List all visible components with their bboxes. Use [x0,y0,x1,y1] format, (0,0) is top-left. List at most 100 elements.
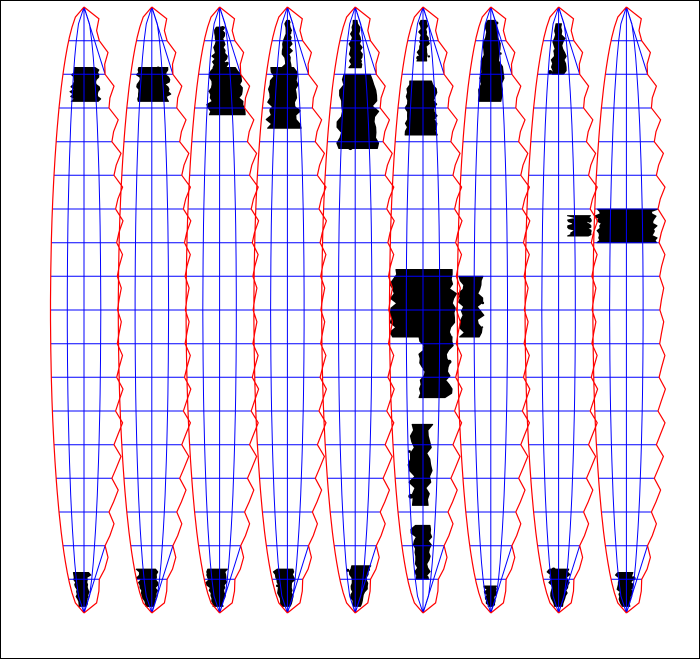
gore-left-edge [117,6,153,614]
gore5-north-landmass [336,73,380,149]
gore2-north-landmass-island [143,91,147,95]
gore1-north-landmass-island [75,76,78,79]
gore6-southern-islands-island [426,470,430,474]
gore7-north-landmass-island [497,77,500,80]
gore8-mid-landmass-island [576,226,580,230]
gore4-north-landmass-island [290,80,294,84]
gore-right-edge [354,6,395,614]
gore9-mid-landmass-island [638,236,643,240]
gore3-north-cap-island [213,54,216,58]
gore7-equatorial-edge-island [471,305,476,310]
gore8-south-tip-island [553,582,558,587]
gore8-north-landmass-island [548,70,553,75]
gore4-south-tip-island [276,584,279,588]
gore5-north-landmass-island [358,111,364,117]
meridian-line [354,6,373,614]
gore-left-edge [185,6,221,614]
meridian-line [609,6,627,614]
gore7-equatorial-edge-island [481,326,484,328]
meridian-line [83,6,106,75]
meridian-line [558,6,576,614]
gore5-north-cap-island [358,54,361,57]
meridian-line [286,6,305,614]
gore4-north-landmass-island [281,77,286,82]
meridian-line [151,6,174,75]
gore1-north-landmass-island [87,87,90,91]
meridian-line [337,6,356,614]
gore7-equatorial-edge-island [464,310,468,314]
gore8-mid-landmass-island [587,218,592,223]
gore6-equatorial-south-island [424,359,428,362]
gore7-south-tip-island [487,601,491,605]
gore7-equatorial-edge-island [469,329,473,333]
meridian-line [558,6,581,75]
gore2-south-tip-island [145,587,150,591]
gore3-north-cap-island [225,61,229,66]
meridian-line [219,6,237,614]
meridian-line [202,6,221,614]
meridian-line [405,6,424,614]
meridian-line [422,545,445,614]
gore6-southern-islands-island [408,450,411,453]
gore9-south-tip-island [620,572,623,574]
gore6-southern-islands-island [408,493,414,499]
gore6-north-cap-island [423,25,426,28]
gore3-north-landmass-island [230,77,233,80]
meridian-line [625,6,644,614]
meridian-line [558,545,581,614]
meridian-line [83,545,106,614]
gore8-south-tip-island [551,567,556,572]
gore-left-edge [456,6,492,614]
gore2-south-tip-island [147,582,150,585]
gore-left-edge [253,6,288,614]
gore-boundary-layer [49,6,667,614]
gore9-mid-landmass-island [648,212,653,217]
meridian-line [286,6,309,75]
gore6-south-tip-island [423,546,426,549]
gore6-south-tip-island [416,565,420,569]
gore-right-edge [626,6,667,614]
meridian-line [219,6,242,75]
gore6-north-landmass-island [429,124,432,127]
gore6-equatorial-landmass-island [443,272,446,276]
gore7-equatorial-edge [457,275,485,338]
gore8-south-tip-island [553,588,559,594]
gore9-south-tip-island [626,581,630,585]
gore5-north-cap-island [357,58,362,64]
gore7-south-tip-island [487,590,489,592]
gore6-north-landmass-island [427,130,431,134]
meridian-line [270,6,288,614]
gore5-south-tip-island [356,579,359,582]
gore4-north-landmass-island [280,96,285,101]
gore7-north-landmass-island [495,70,499,74]
gore9-mid-landmass-island [615,214,620,219]
meridian-line [66,6,85,614]
meridian-line [490,6,513,75]
gore4-north-landmass-island [269,108,274,112]
gore-right-edge [287,6,328,614]
gore7-equatorial-edge-island [481,301,485,305]
gore-right-edge [490,6,531,614]
gore9-south-tip-island [623,586,626,589]
gore3-south-tip-island [211,599,215,603]
gore3-north-landmass-island [220,90,224,94]
gore6-equatorial-landmass-island [440,295,444,299]
gore-left-edge [592,6,627,614]
gore-right-edge [219,6,260,614]
meridian-line [354,545,377,614]
gore-left-edge [524,6,560,614]
gore9-south-tip-island [631,576,636,581]
gore6-south-tip-island [424,575,429,580]
gore6-north-cap-island [416,55,421,61]
gore4-south-tip-island [289,593,293,597]
gore3-south-tip-island [221,589,225,593]
gore6-equatorial-landmass-island [427,278,431,283]
gore2-north-landmass-island [156,66,161,71]
gore-left-edge [321,6,356,614]
gore2-north-landmass-island [146,79,149,82]
gore8-mid-landmass-island [582,229,584,231]
meridian-line [473,6,492,614]
gore3-north-cap-island [220,26,225,31]
meridian-line [541,6,560,614]
